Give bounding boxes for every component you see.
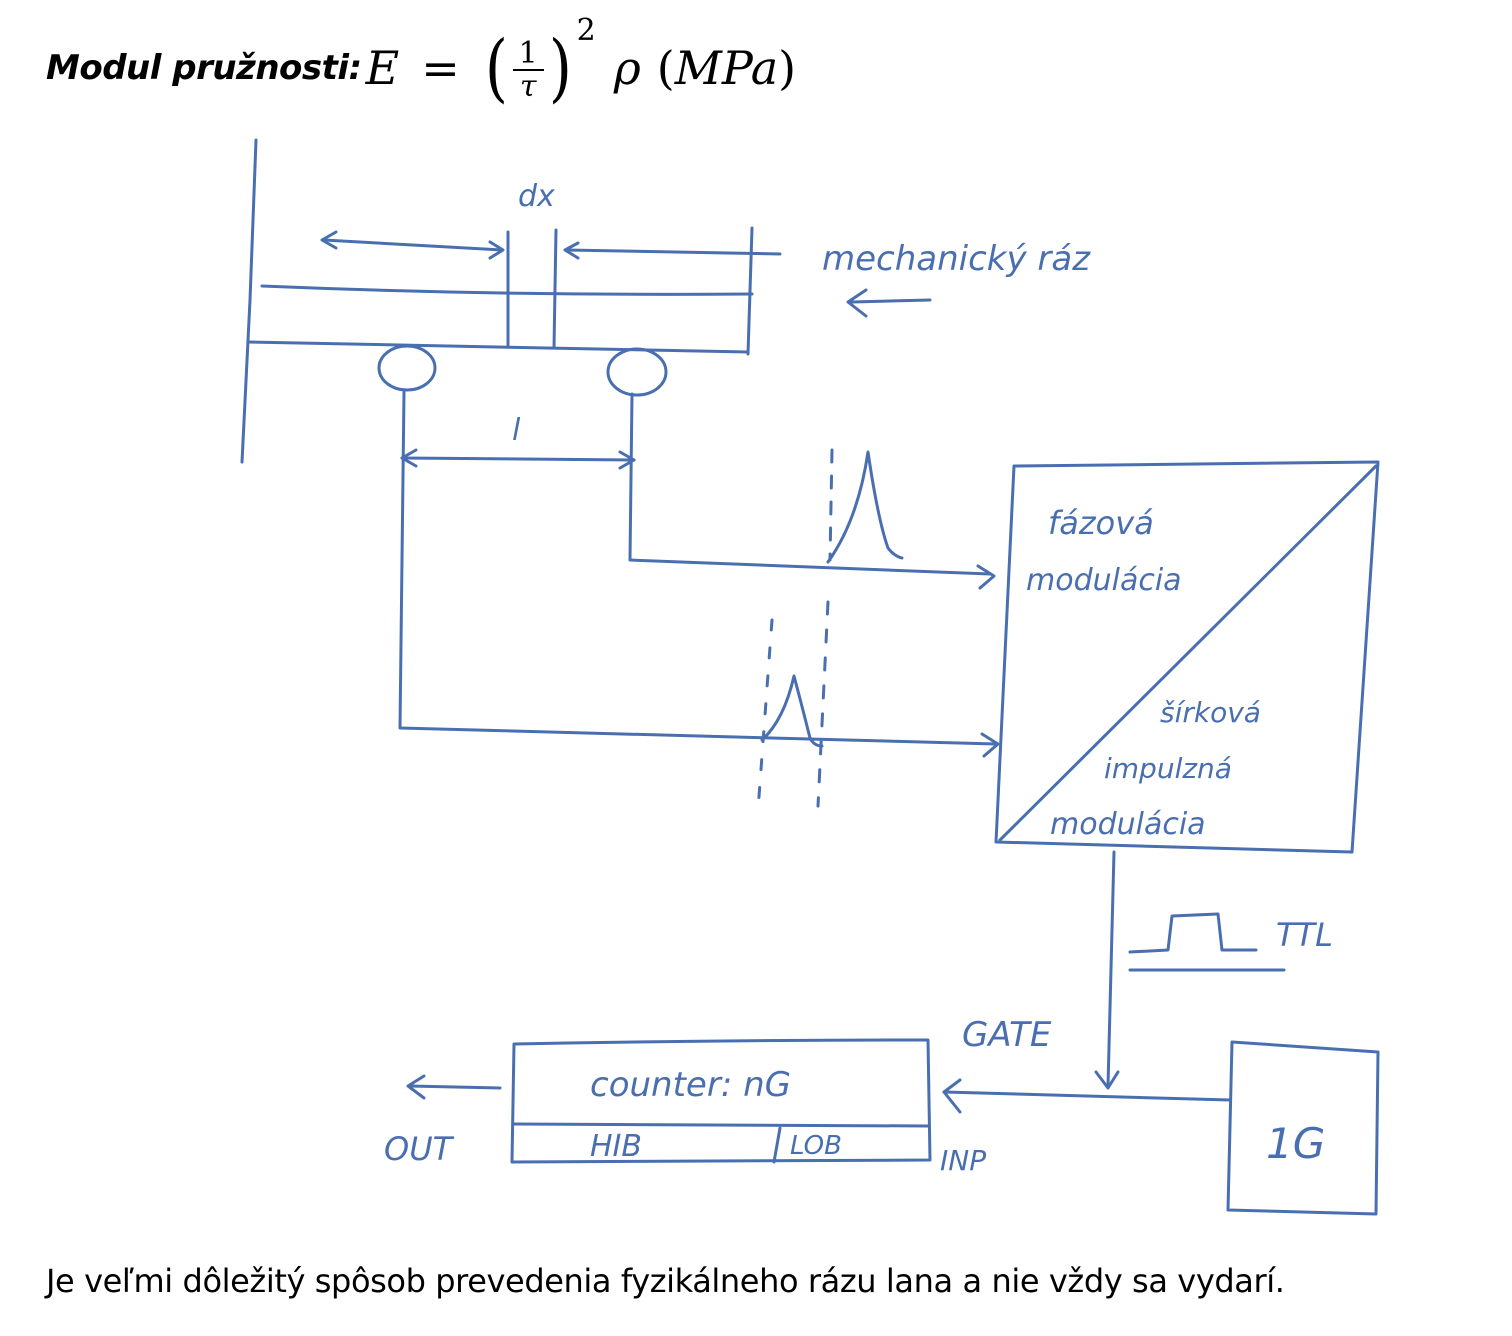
pulse-upper [826,450,904,564]
header-label: Modul pružnosti: [46,48,362,88]
l-dimension-line [400,456,636,462]
label-dx: dx [518,179,555,214]
pulse-lower [760,674,824,748]
wall-line [240,138,258,464]
label-hib: HIB [590,1129,642,1164]
label-generator: 1G [1266,1119,1325,1168]
impact-arrow [850,298,932,304]
caption-text: Je veľmi dôležitý spôsob prevedenia fyzi… [46,1262,1285,1300]
dx-right-tick [552,228,558,350]
label-ttl: TTL [1276,916,1333,954]
formula-paren-close: ) [548,25,572,111]
label-pulse-3: modulácia [1050,807,1206,842]
label-counter: counter: nG [590,1065,791,1105]
formula-unit-close: ) [778,41,797,95]
formula-unit-open: ( [656,41,675,95]
formula-paren-open: ( [484,25,508,111]
formula-exponent: 2 [576,12,596,48]
label-out: OUT [384,1130,455,1168]
formula-numerator: 1 [512,37,544,71]
wire-right-sensor [628,392,992,576]
counter-section-divider [772,1126,782,1164]
label-mechanical-impact: mechanický ráz [822,239,1091,279]
dim-arrow-right [564,248,782,256]
formula-fraction: 1 τ [512,37,544,104]
timing-dashed-2 [816,600,830,808]
output-wire [408,1084,502,1090]
formula-equals: = [421,41,460,95]
modulation-box [994,460,1380,854]
label-phase-2: modulácia [1026,563,1182,598]
label-gate: GATE [962,1015,1052,1055]
generator-box [1226,1040,1380,1216]
rope-top-line [260,284,754,296]
label-pulse-2: impulzná [1104,752,1232,785]
input-wire [942,1090,1232,1102]
gate-wire [1106,850,1116,1088]
label-phase-1: fázová [1048,504,1154,542]
counter-divider [512,1122,930,1128]
label-l: l [512,413,521,448]
sensor-right-icon [606,347,668,397]
formula-header: Modul pružnosti: E = ( 1 τ ) 2 ρ (MPa) [46,13,796,118]
wire-left-sensor [398,390,998,746]
rope-end-line [746,226,754,356]
counter-box [510,1038,932,1164]
elasticity-formula: E = ( 1 τ ) 2 ρ (MPa) [365,13,796,111]
sketch-labels: dx l mechanický ráz fázová modulácia šír… [384,179,1333,1177]
formula-denominator: τ [519,69,537,104]
modulation-box-diagonal [998,464,1378,842]
label-lob: LOB [790,1131,842,1161]
timing-dashed-3 [756,618,774,812]
formula-lhs: E [365,41,400,95]
timing-dashed-1 [828,448,834,562]
rope-bottom-line [246,340,750,354]
formula-unit-text: MPa [674,41,779,95]
formula-unit: (MPa) [657,41,796,95]
ttl-pulse-icon [1128,912,1258,954]
formula-density: ρ [613,41,641,95]
dim-arrow-left [322,238,504,252]
sensor-left-icon [377,344,437,392]
label-inp: INP [940,1144,986,1177]
label-pulse-1: šírková [1160,696,1261,729]
